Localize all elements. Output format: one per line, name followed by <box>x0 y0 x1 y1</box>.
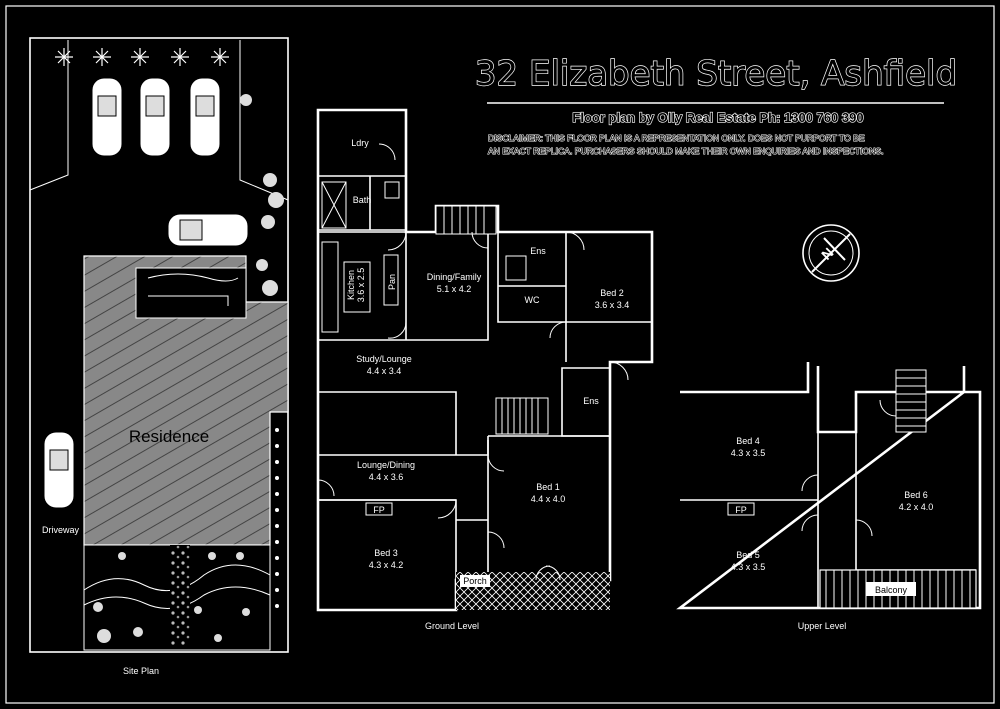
room-balcony: Balcony <box>875 585 908 595</box>
room-dining-dim: 5.1 x 4.2 <box>437 284 472 294</box>
north-compass-icon: N <box>802 224 860 282</box>
car-icon <box>43 77 249 509</box>
plant-icon <box>93 552 250 643</box>
room-ensuite-2: Ens <box>583 396 599 406</box>
room-kitchen-dim: 3.6 x 2.5 <box>356 268 366 303</box>
room-bed-6: Bed 6 <box>904 490 928 500</box>
room-lounge: Lounge/Dining <box>357 460 415 470</box>
page-border <box>5 5 995 704</box>
room-pantry: Pan <box>387 274 397 290</box>
room-laundry: Ldry <box>351 138 369 148</box>
room-bed-1: Bed 1 <box>536 482 560 492</box>
site-plan: Residence Driveway Site Plan <box>29 37 289 676</box>
room-bath: Bath <box>353 195 372 205</box>
agency-subtitle: Floor plan by Olly Real Estate Ph: 1300 … <box>572 110 863 125</box>
room-bed-3-dim: 4.3 x 4.2 <box>369 560 404 570</box>
room-bed-4-dim: 4.3 x 3.5 <box>731 448 766 458</box>
room-bed-1-dim: 4.4 x 4.0 <box>531 494 566 504</box>
ground-floor-plan: Ldry Bath Kitchen 3.6 x 2.5 Pan Dining/F… <box>316 108 654 631</box>
upper-floor-plan: Bed 4 4.3 x 3.5 FP Bed 5 4.3 x 3.5 Bed 6… <box>676 362 982 631</box>
room-bed-5-dim: 4.3 x 3.5 <box>731 562 766 572</box>
room-porch: Porch <box>463 576 487 586</box>
room-ensuite-1: Ens <box>530 246 546 256</box>
site-plan-caption: Site Plan <box>123 666 159 676</box>
room-bed-2: Bed 2 <box>600 288 624 298</box>
room-bed-6-dim: 4.2 x 4.0 <box>899 502 934 512</box>
tree-icon <box>55 48 229 66</box>
residence-label: Residence <box>129 427 209 446</box>
room-kitchen: Kitchen <box>346 270 356 300</box>
room-bed-3: Bed 3 <box>374 548 398 558</box>
room-dining: Dining/Family <box>427 272 482 282</box>
disclaimer-line-1: DISCLAIMER: THIS FLOOR PLAN IS A REPRESE… <box>488 133 865 143</box>
room-study: Study/Lounge <box>356 354 412 364</box>
room-wc: WC <box>525 295 540 305</box>
property-title: 32 Elizabeth Street, Ashfield <box>475 54 957 94</box>
fireplace-upper: FP <box>735 505 747 515</box>
room-study-dim: 4.4 x 3.4 <box>367 366 402 376</box>
room-lounge-dim: 4.4 x 3.6 <box>369 472 404 482</box>
disclaimer-line-2: AN EXACT REPLICA. PURCHASERS SHOULD MAKE… <box>488 146 884 156</box>
upper-level-caption: Upper Level <box>798 621 847 631</box>
room-bed-4: Bed 4 <box>736 436 760 446</box>
room-bed-2-dim: 3.6 x 3.4 <box>595 300 630 310</box>
fireplace-ground: FP <box>373 505 385 515</box>
shrub-icon <box>240 94 284 296</box>
ground-level-caption: Ground Level <box>425 621 479 631</box>
driveway-label: Driveway <box>42 525 80 535</box>
room-bed-5: Bed 5 <box>736 550 760 560</box>
header: 32 Elizabeth Street, Ashfield Floor plan… <box>474 53 958 156</box>
